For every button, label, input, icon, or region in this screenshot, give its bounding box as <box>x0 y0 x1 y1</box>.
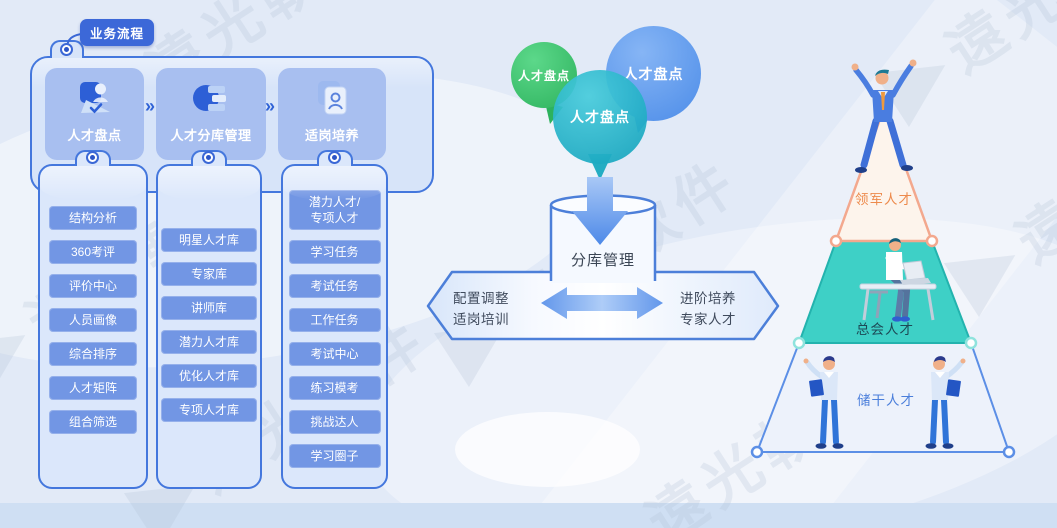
talent-inventory-icon <box>75 79 115 117</box>
pyramid-label-reserve: 储干人才 <box>857 393 915 408</box>
feature-chip: 考试中心 <box>288 342 381 366</box>
feature-chip: 综合排序 <box>49 342 137 366</box>
feature-chip: 学习圈子 <box>288 444 381 468</box>
band-right-text: 进阶培养 专家人才 <box>680 291 736 327</box>
stage-column-talent-pool: 明星人才库专家库讲师库潜力人才库优化人才库专项人才库 <box>156 164 262 489</box>
feature-chip: 潜力人才/ 专项人才 <box>288 190 381 230</box>
feature-chip: 练习模考 <box>288 376 381 400</box>
feature-chip: 专项人才库 <box>161 398 257 422</box>
feature-chip: 人员画像 <box>49 308 137 332</box>
feature-chip: 评价中心 <box>49 274 137 298</box>
feature-chip: 结构分析 <box>49 206 137 230</box>
bubble-label: 人才盘点 <box>517 68 570 83</box>
pyramid-label-leader: 领军人才 <box>855 192 913 207</box>
stage-column-job-training: 潜力人才/ 专项人才学习任务考试任务工作任务考试中心练习模考挑战达人学习圈子 <box>281 164 388 489</box>
feature-chip: 潜力人才库 <box>161 330 257 354</box>
feature-chip: 讲师库 <box>161 296 257 320</box>
cylinder-label: 分库管理 <box>570 252 635 269</box>
stage-card-talent-inventory: 人才盘点 <box>45 68 144 160</box>
background-bottom-strip <box>0 503 1057 528</box>
feature-chip: 明星人才库 <box>161 228 257 252</box>
background-blob <box>455 412 640 487</box>
band-left-text: 配置调整 适岗培训 <box>453 291 509 327</box>
chevron-right-icon: » <box>264 96 275 116</box>
stage-card-label: 人才分库管理 <box>170 128 252 143</box>
talent-review-bubble: 人才盘点 <box>553 70 647 164</box>
feature-chip: 组合筛选 <box>49 410 137 434</box>
bubble-label: 人才盘点 <box>570 109 630 125</box>
feature-chip: 工作任务 <box>288 308 381 332</box>
feature-chip: 挑战达人 <box>288 410 381 434</box>
feature-chip: 优化人才库 <box>161 364 257 388</box>
bubble-label: 人才盘点 <box>623 65 684 82</box>
pyramid-label-core: 总会人才 <box>856 322 914 337</box>
connector-node <box>202 151 215 164</box>
feature-chip: 考试任务 <box>288 274 381 298</box>
stage-card-label: 人才盘点 <box>67 128 122 143</box>
feature-chip: 专家库 <box>161 262 257 286</box>
feature-chip: 学习任务 <box>288 240 381 264</box>
chevron-right-icon: » <box>144 96 155 116</box>
talent-pool-icon <box>191 79 231 117</box>
process-title-badge: 业务流程 <box>80 19 155 46</box>
connector-node <box>60 43 73 56</box>
stage-card-label: 适岗培养 <box>304 128 359 143</box>
connector-node <box>328 151 341 164</box>
feature-chip: 人才矩阵 <box>49 376 137 400</box>
stage-card-talent-pool-management: 人才分库管理 <box>156 68 266 160</box>
feature-chip: 360考评 <box>49 240 137 264</box>
job-training-icon <box>312 79 352 117</box>
connector-node <box>86 151 99 164</box>
stage-card-job-training: 适岗培养 <box>278 68 386 160</box>
stage-column-talent-inventory: 结构分析 360考评评价中心人员画像综合排序人才矩阵组合筛选 <box>38 164 148 489</box>
